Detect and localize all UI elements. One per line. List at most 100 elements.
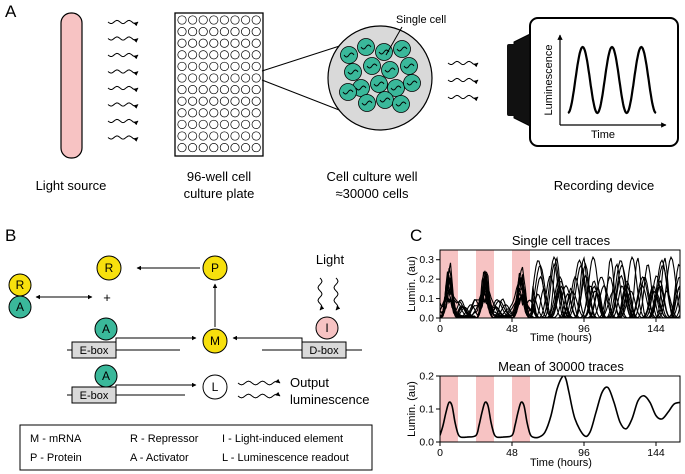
legend-activator: A - Activator <box>130 452 189 464</box>
well <box>209 38 219 48</box>
well <box>241 61 251 71</box>
bottom-light-pulses <box>440 376 530 442</box>
cell-wave-icon <box>403 63 415 69</box>
well <box>230 15 240 25</box>
cell-wave-icon <box>390 85 402 91</box>
well <box>188 27 198 37</box>
well <box>219 96 229 106</box>
well <box>230 119 240 129</box>
well <box>219 61 229 71</box>
well <box>198 85 208 95</box>
y-tick-label: 0.3 <box>419 254 434 266</box>
well <box>241 38 251 48</box>
well <box>230 143 240 153</box>
x-tick-label: 48 <box>506 323 518 335</box>
light-wave-arrow <box>107 135 139 142</box>
well <box>209 143 219 153</box>
well <box>177 143 187 153</box>
light-source-label: Light source <box>36 178 107 193</box>
well <box>177 85 187 95</box>
ebox2-label: E-box <box>80 390 109 402</box>
well <box>230 50 240 60</box>
well <box>209 50 219 60</box>
cell-wave-icon <box>366 63 378 69</box>
device-trace <box>567 45 657 115</box>
well <box>188 61 198 71</box>
cell-wave-icon <box>373 81 385 87</box>
well <box>251 15 261 25</box>
well <box>177 15 187 25</box>
light-wave-arrow <box>107 85 139 93</box>
well <box>241 96 251 106</box>
top-y-label: Lumin. (au) <box>406 256 418 312</box>
x-tick-label: 0 <box>437 323 443 335</box>
culture-plate <box>174 12 264 157</box>
complex-activator <box>8 295 32 319</box>
well <box>251 27 261 37</box>
well <box>219 85 229 95</box>
cell-wave-icon <box>384 67 396 73</box>
mrna-text: M <box>210 334 220 348</box>
well <box>188 73 198 83</box>
well <box>177 108 187 118</box>
dbox-label: D-box <box>309 345 339 357</box>
light-source-tube <box>60 12 83 159</box>
well <box>198 38 208 48</box>
y-tick-label: 0.2 <box>419 274 434 286</box>
well <box>177 96 187 106</box>
device-lens <box>513 33 531 127</box>
protein-node <box>202 255 228 281</box>
output-wave <box>237 391 281 399</box>
ebox2-activator <box>94 364 118 388</box>
well-label-2: ≈30000 cells <box>336 186 409 201</box>
luminescence-wave-arrow <box>447 77 479 85</box>
single-cell-pointer <box>385 26 403 56</box>
well <box>188 96 198 106</box>
legend-luminescence: L - Luminescence readout <box>222 452 349 464</box>
light-pulse-band <box>512 376 530 442</box>
well <box>241 119 251 129</box>
cell-wave-icon <box>355 85 367 91</box>
well <box>198 27 208 37</box>
well <box>177 50 187 60</box>
light-wave-arrow <box>107 118 139 126</box>
well <box>241 15 251 25</box>
output-waves <box>237 378 281 399</box>
output-label-2: luminescence <box>290 392 370 407</box>
single-cell-trace <box>440 280 680 318</box>
zoom-line-bottom <box>261 79 353 116</box>
light-wave-arrow <box>107 102 139 109</box>
well <box>241 27 251 37</box>
mrna-node <box>202 328 228 354</box>
light-wave-arrow <box>107 19 139 27</box>
well <box>219 38 229 48</box>
well <box>251 61 261 71</box>
plate-label-1: 96-well cell <box>187 169 251 184</box>
cell-wave-icon <box>378 49 390 55</box>
legend-box <box>19 424 373 471</box>
well <box>241 50 251 60</box>
cell-wave-icon <box>406 80 418 86</box>
well <box>241 73 251 83</box>
well <box>251 108 261 118</box>
cells <box>339 38 421 113</box>
dbox-promoter-arrow <box>232 335 303 350</box>
top-chart-title: Single cell traces <box>512 233 611 248</box>
well <box>230 61 240 71</box>
well <box>177 119 187 129</box>
x-tick-label: 144 <box>647 323 665 335</box>
top-single-cell-traces <box>440 255 680 318</box>
plate-wells <box>177 15 261 153</box>
well <box>188 119 198 129</box>
top-x-label: Time (hours) <box>530 332 592 344</box>
well <box>209 108 219 118</box>
plate-label-2: culture plate <box>184 186 255 201</box>
well <box>251 143 261 153</box>
device-lens-cap <box>507 44 516 116</box>
bottom-chart-title: Mean of 30000 traces <box>498 359 624 374</box>
single-cell-label: Single cell <box>396 14 446 26</box>
well <box>188 131 198 141</box>
device-y-label: Luminescence <box>543 45 555 116</box>
